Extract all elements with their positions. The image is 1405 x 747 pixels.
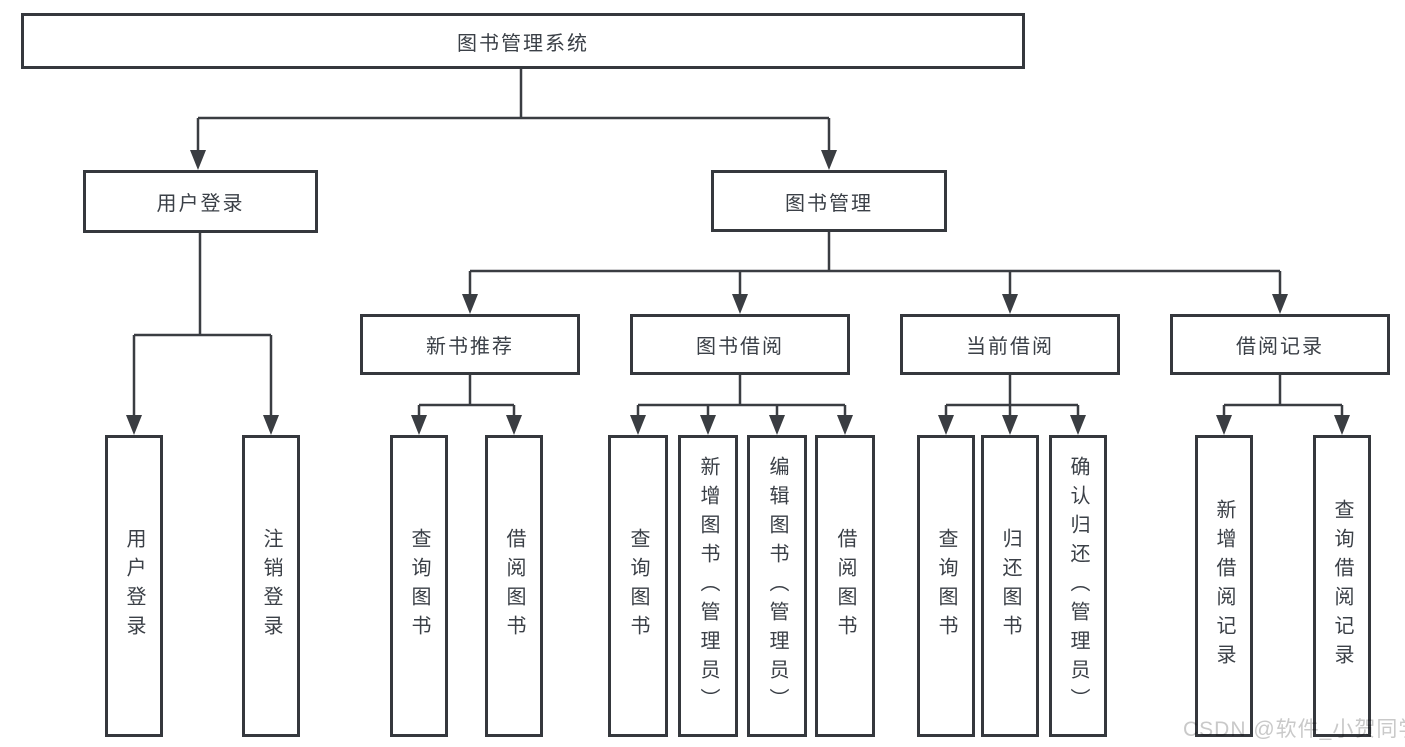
arrow-icon (732, 294, 748, 314)
node-current-borrow: 当前借阅 (900, 314, 1120, 375)
arrow-icon (190, 150, 206, 170)
arrow-icon (700, 415, 716, 435)
arrow-icon (1272, 294, 1288, 314)
arrow-icon (506, 415, 522, 435)
leaf-query-books-recommend: 查询图书 (390, 435, 448, 737)
leaf-edit-book-admin: 编辑图书（管理员） (747, 435, 807, 737)
node-user-login: 用户登录 (83, 170, 318, 233)
arrow-icon (126, 415, 142, 435)
arrow-icon (1002, 415, 1018, 435)
leaf-query-borrow-record-label: 查询借阅记录 (1331, 499, 1353, 673)
leaf-query-books-recommend-label: 查询图书 (408, 528, 430, 644)
node-current-borrow-label: 当前借阅 (966, 336, 1054, 358)
leaf-logout: 注销登录 (242, 435, 300, 737)
leaf-query-books-current-label: 查询图书 (935, 528, 957, 644)
leaf-borrow-books-borrow: 借阅图书 (815, 435, 875, 737)
node-book-management-label: 图书管理 (785, 192, 873, 215)
arrow-icon (1002, 294, 1018, 314)
arrow-icon (837, 415, 853, 435)
leaf-add-book-admin-label: 新增图书（管理员） (697, 455, 719, 717)
arrow-icon (462, 294, 478, 314)
leaf-edit-book-admin-label: 编辑图书（管理员） (766, 455, 788, 717)
leaf-confirm-return-admin-label: 确认归还（管理员） (1067, 455, 1089, 717)
node-new-book-recommend: 新书推荐 (360, 314, 580, 375)
arrow-icon (1216, 415, 1232, 435)
arrow-icon (938, 415, 954, 435)
leaf-logout-label: 注销登录 (260, 528, 282, 644)
arrow-icon (630, 415, 646, 435)
leaf-add-book-admin: 新增图书（管理员） (678, 435, 738, 737)
node-borrow-records-label: 借阅记录 (1236, 336, 1324, 358)
arrow-icon (1070, 415, 1086, 435)
leaf-confirm-return-admin: 确认归还（管理员） (1049, 435, 1107, 737)
leaf-borrow-books-recommend: 借阅图书 (485, 435, 543, 737)
arrow-icon (411, 415, 427, 435)
node-book-management: 图书管理 (711, 170, 947, 232)
arrow-icon (769, 415, 785, 435)
leaf-borrow-books-recommend-label: 借阅图书 (503, 528, 525, 644)
node-borrow-records: 借阅记录 (1170, 314, 1390, 375)
arrow-icon (263, 415, 279, 435)
node-book-borrow: 图书借阅 (630, 314, 850, 375)
node-root-label: 图书管理系统 (457, 32, 589, 55)
leaf-user-login: 用户登录 (105, 435, 163, 737)
node-book-borrow-label: 图书借阅 (696, 336, 784, 358)
arrow-icon (1334, 415, 1350, 435)
node-new-book-recommend-label: 新书推荐 (426, 336, 514, 358)
arrow-icon (821, 150, 837, 170)
leaf-add-borrow-record: 新增借阅记录 (1195, 435, 1253, 737)
leaf-add-borrow-record-label: 新增借阅记录 (1213, 499, 1235, 673)
node-user-login-label: 用户登录 (156, 193, 245, 215)
leaf-query-books-current: 查询图书 (917, 435, 975, 737)
leaf-return-books: 归还图书 (981, 435, 1039, 737)
watermark: CSDN @软件_小贺同学 (1183, 718, 1405, 741)
leaf-query-books-borrow-label: 查询图书 (627, 528, 649, 644)
leaf-user-login-label: 用户登录 (123, 528, 145, 644)
leaf-borrow-books-borrow-label: 借阅图书 (834, 528, 856, 644)
leaf-return-books-label: 归还图书 (999, 528, 1021, 644)
node-root: 图书管理系统 (21, 13, 1025, 69)
leaf-query-borrow-record: 查询借阅记录 (1313, 435, 1371, 737)
leaf-query-books-borrow: 查询图书 (608, 435, 668, 737)
